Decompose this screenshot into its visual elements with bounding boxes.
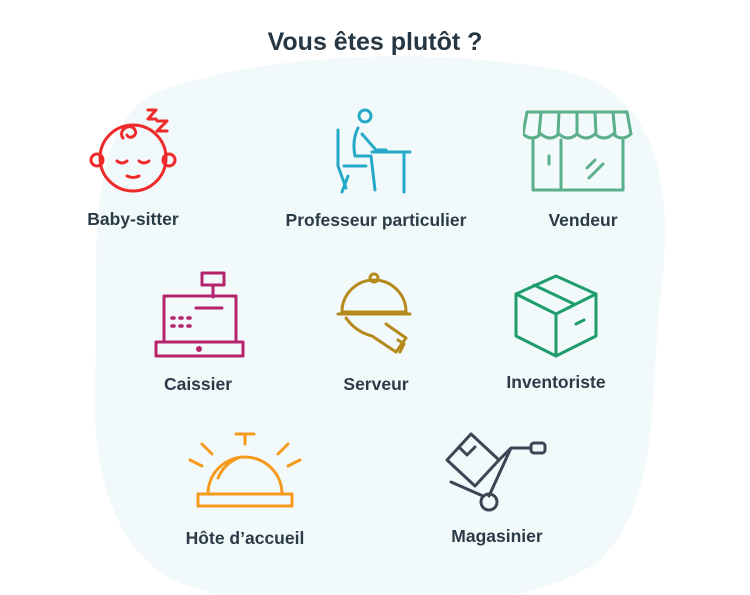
job-option-hote-accueil[interactable]: Hôte d’accueil: [186, 430, 304, 548]
job-label: Vendeur: [548, 210, 618, 230]
job-label: Magasinier: [451, 526, 543, 546]
cardboard-box-icon: [514, 274, 598, 358]
sleeping-baby-icon: [89, 108, 177, 193]
job-option-caissier[interactable]: Caissier: [152, 270, 247, 394]
job-option-magasinier[interactable]: Magasinier: [443, 430, 553, 546]
job-label: Serveur: [343, 374, 409, 394]
job-label: Hôte d’accueil: [185, 528, 305, 548]
page-title: Vous êtes plutôt ?: [267, 28, 483, 56]
shop-storefront-icon: [523, 110, 633, 192]
serving-cloche-icon: [336, 272, 412, 354]
job-label: Baby-sitter: [87, 209, 179, 229]
cash-register-icon: [154, 271, 245, 358]
reception-bell-icon: [188, 432, 302, 508]
job-label: Caissier: [163, 374, 233, 394]
hand-truck-icon: [445, 432, 547, 512]
job-label: Professeur particulier: [285, 210, 467, 230]
person-at-desk-icon: [336, 108, 412, 194]
job-option-serveur[interactable]: Serveur: [334, 270, 414, 394]
job-label: Inventoriste: [506, 372, 606, 392]
job-option-vendeur[interactable]: Vendeur: [523, 108, 633, 230]
job-option-professeur-particulier[interactable]: Professeur particulier: [286, 106, 466, 230]
job-option-inventoriste[interactable]: Inventoriste: [506, 272, 606, 392]
job-option-baby-sitter[interactable]: Baby-sitter: [85, 103, 185, 229]
